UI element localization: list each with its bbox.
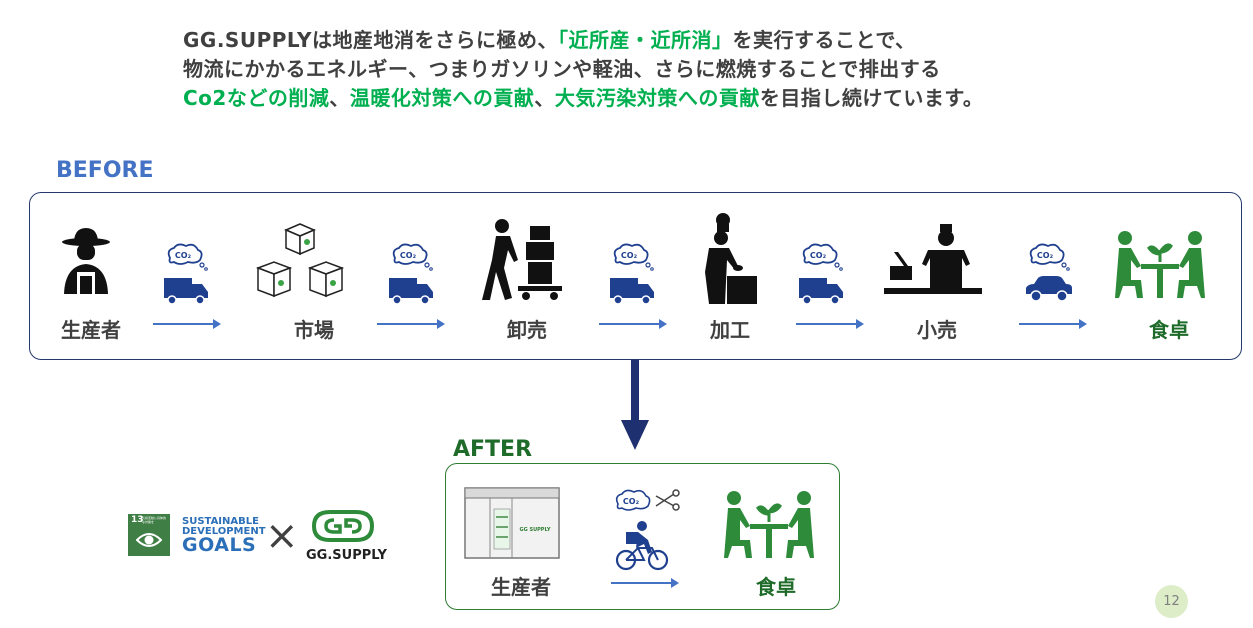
stage-label-wholesale: 卸売	[507, 318, 547, 342]
dining-table-icon-after	[724, 491, 814, 558]
co2-label: CO₂	[623, 497, 640, 506]
sdg-goals-text: GOALS	[182, 534, 257, 556]
transition-down-arrow-icon	[621, 360, 649, 450]
co2-label: CO₂	[1037, 251, 1054, 260]
co2-label: CO₂	[810, 251, 827, 260]
gg-supply-name: GG.SUPPLY	[306, 548, 387, 563]
co2-label: CO₂	[175, 251, 192, 260]
flow-arrow-4	[796, 319, 864, 329]
sdg-title: 気候変動に具体的な対策を	[142, 516, 167, 524]
fridge-brand: GG SUPPLY	[520, 527, 551, 533]
retail-cashier-icon	[884, 224, 982, 294]
flow-arrow-2	[377, 319, 445, 329]
times-symbol: ×	[265, 513, 299, 559]
co2-label: CO₂	[400, 251, 417, 260]
dining-table-icon	[1115, 231, 1205, 298]
flow-arrow-3	[599, 319, 667, 329]
intro-line-1: GG.SUPPLYは地産地消をさらに極め、「近所産・近所消」を実行することで、	[183, 28, 916, 52]
co2-truck-icon-4: CO₂	[799, 243, 843, 305]
sdg-line-2: DEVELOPMENT	[182, 526, 266, 537]
flow-arrow-1	[153, 319, 221, 329]
intro-line-2: 物流にかかるエネルギー、つまりガソリンや軽油、さらに燃焼することで排出する	[183, 57, 941, 81]
co2-truck-icon-1: CO₂	[164, 243, 208, 305]
stage-label-table: 食卓	[1149, 318, 1189, 342]
gg-fridge-icon: GG SUPPLY	[464, 487, 560, 559]
before-label: BEFORE	[56, 158, 154, 183]
before-flow-box	[29, 192, 1242, 360]
market-boxes-icon	[256, 223, 345, 298]
sdg-line-1: SUSTAINABLE	[182, 516, 259, 527]
eye-earth-icon	[136, 533, 162, 547]
stage-label-producer-after: 生産者	[491, 575, 551, 599]
after-flow-box	[445, 463, 840, 610]
co2-label: CO₂	[621, 251, 638, 260]
co2-cut-bicycle-icon: CO₂	[615, 489, 680, 571]
co2-car-icon: CO₂	[1026, 243, 1072, 302]
stage-label-table-after: 食卓	[756, 575, 796, 599]
sdg13-badge: 13 気候変動に具体的な対策を	[128, 514, 170, 556]
co2-truck-icon-3: CO₂	[610, 243, 654, 305]
stage-label-retail: 小売	[917, 318, 957, 342]
after-label: AFTER	[453, 437, 533, 462]
page-number: 12	[1155, 585, 1188, 618]
co2-truck-icon-2: CO₂	[389, 243, 433, 305]
intro-text: GG.SUPPLYは地産地消をさらに極め、「近所産・近所消」を実行することで、 …	[183, 26, 1183, 113]
wholesale-cart-icon	[482, 219, 562, 300]
farmer-icon	[62, 228, 110, 294]
stage-label-processing: 加工	[710, 318, 750, 342]
stage-label-market: 市場	[294, 318, 334, 342]
flow-arrow-5	[1019, 319, 1087, 329]
stage-label-producer: 生産者	[61, 318, 121, 342]
intro-line-3: Co2などの削減、温暖化対策への貢献、大気汚染対策への貢献を目指し続けています。	[183, 86, 984, 110]
sdg-number: 13	[131, 515, 144, 525]
gg-supply-logo-icon	[311, 510, 375, 542]
processing-chef-icon	[705, 213, 757, 304]
flow-arrow-after	[611, 578, 679, 588]
